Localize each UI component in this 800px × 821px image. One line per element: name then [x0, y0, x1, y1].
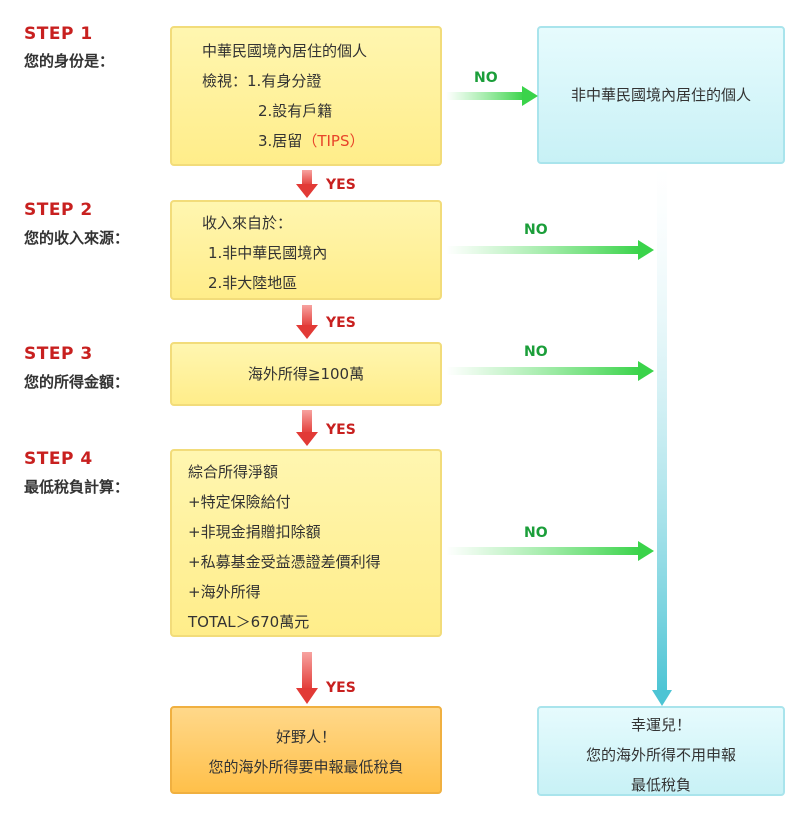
result-no-report-line2: 您的海外所得不用申報	[585, 746, 736, 764]
no-label-4: NO	[524, 525, 548, 541]
yes-arrow-4	[296, 652, 318, 704]
no-arrow-4	[446, 541, 654, 561]
yes-arrow-3	[296, 410, 318, 446]
no-label-2: NO	[524, 222, 548, 238]
no-arrow-3	[446, 361, 654, 381]
yes-arrow-1	[296, 170, 318, 198]
yes-label-4: YES	[326, 680, 356, 696]
income-amount-box: 海外所得≧100萬	[170, 342, 442, 406]
result-no-report-box: 幸運兒！ 您的海外所得不用申報 最低稅負	[537, 706, 785, 796]
yes-label-2: YES	[326, 315, 356, 331]
step2-title: STEP 2	[24, 200, 93, 220]
step1-title: STEP 1	[24, 24, 93, 44]
result-no-report-line1: 幸運兒！	[630, 716, 691, 734]
no-arrow-1	[446, 86, 538, 106]
check-item-residence: 3.居留	[258, 132, 303, 150]
calc-line-total: TOTAL＞670萬元	[188, 613, 310, 631]
step3-title: STEP 3	[24, 344, 93, 364]
tips-link[interactable]: （TIPS）	[302, 132, 365, 150]
result-must-report-line1: 好野人！	[275, 728, 336, 746]
result-no-report-line3: 最低稅負	[630, 776, 691, 794]
calc-line-3: +非現金捐贈扣除額	[188, 523, 321, 541]
identity-heading: 中華民國境內居住的個人	[202, 42, 368, 60]
income-source-item-2: 2.非大陸地區	[208, 274, 298, 292]
min-tax-calc-box: 綜合所得淨額 +特定保險給付 +非現金捐贈扣除額 +私募基金受益憑證差價利得 +…	[170, 449, 442, 637]
calc-line-1: 綜合所得淨額	[188, 463, 279, 481]
check-item-household: 2.設有戶籍	[258, 102, 333, 120]
income-source-box: 收入來自於： 1.非中華民國境內 2.非大陸地區	[170, 200, 442, 300]
calc-line-5: +海外所得	[188, 583, 261, 601]
no-label-3: NO	[524, 344, 548, 360]
calc-line-2: +特定保險給付	[188, 493, 291, 511]
identity-box: 中華民國境內居住的個人 檢視：1.有身分證 2.設有戶籍 3.居留（TIPS）	[170, 26, 442, 166]
step1-subtitle: 您的身份是：	[24, 52, 115, 70]
no-label-1: NO	[474, 70, 498, 86]
yes-label-3: YES	[326, 422, 356, 438]
step4-subtitle: 最低稅負計算：	[24, 478, 130, 496]
non-resident-text: 非中華民國境內居住的個人	[570, 86, 751, 104]
vertical-flow-arrow	[652, 166, 672, 706]
step3-subtitle: 您的所得金額：	[24, 373, 130, 391]
result-must-report-line2: 您的海外所得要申報最低稅負	[208, 758, 404, 776]
calc-line-4: +私募基金受益憑證差價利得	[188, 553, 381, 571]
income-source-item-1: 1.非中華民國境內	[208, 244, 328, 262]
step2-subtitle: 您的收入來源：	[24, 229, 130, 247]
step4-title: STEP 4	[24, 449, 93, 469]
income-amount-text: 海外所得≧100萬	[247, 365, 365, 383]
non-resident-box: 非中華民國境內居住的個人	[537, 26, 785, 164]
income-source-heading: 收入來自於：	[202, 214, 293, 232]
yes-label-1: YES	[326, 177, 356, 193]
check-item-id-card: 1.有身分證	[247, 72, 322, 90]
yes-arrow-2	[296, 305, 318, 339]
check-label: 檢視：	[202, 72, 248, 90]
no-arrow-2	[446, 240, 654, 260]
result-must-report-box: 好野人！ 您的海外所得要申報最低稅負	[170, 706, 442, 794]
